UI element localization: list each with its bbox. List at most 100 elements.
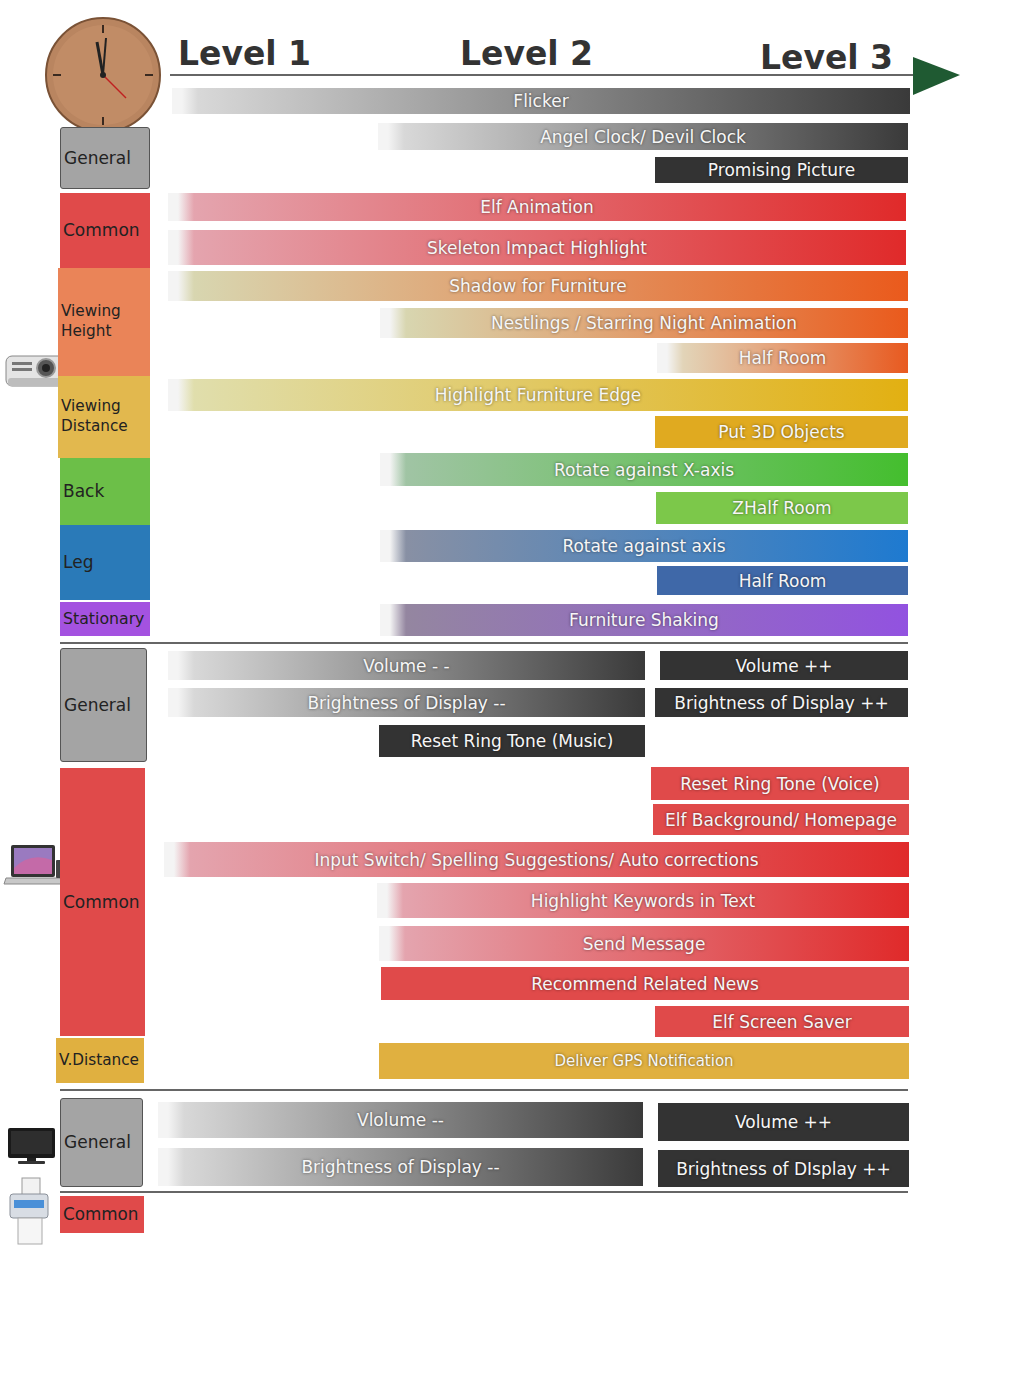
feature-bar: Put 3D Objects xyxy=(655,416,908,448)
laptop-icon xyxy=(4,845,64,884)
feature-bar: Volume ++ xyxy=(660,651,908,680)
feature-label: Volume ++ xyxy=(735,656,832,676)
feature-label: Volume - - xyxy=(363,656,449,676)
feature-label: Half Room xyxy=(739,348,827,368)
category-box: Stationary xyxy=(60,602,150,636)
feature-bar: Volume - - xyxy=(168,651,645,680)
feature-label: Brightness of Display -- xyxy=(301,1157,499,1177)
category-box: Back xyxy=(60,458,150,525)
category-box: Common xyxy=(60,193,150,268)
feature-bar: Furniture Shaking xyxy=(380,604,908,636)
feature-label: Deliver GPS Notification xyxy=(554,1052,733,1070)
category-box: Common xyxy=(60,768,145,1036)
feature-label: Elf Animation xyxy=(480,197,594,217)
feature-label: Elf Background/ Homepage xyxy=(665,810,897,830)
feature-bar: Highlight Keywords in Text xyxy=(377,883,909,918)
level-heading: Level 3 xyxy=(760,38,893,77)
feature-bar: Elf Background/ Homepage xyxy=(653,804,909,835)
category-label: Viewing Height xyxy=(61,302,147,342)
category-label: Common xyxy=(63,219,140,241)
feature-label: Put 3D Objects xyxy=(718,422,844,442)
feature-label: Rotate against X-axis xyxy=(554,460,734,480)
section-separator xyxy=(60,1089,908,1091)
category-label: Stationary xyxy=(63,609,144,629)
axis-arrow xyxy=(913,57,960,95)
feature-bar: Flicker xyxy=(172,88,910,114)
projector-icon xyxy=(6,356,64,386)
level-heading: Level 2 xyxy=(460,34,593,73)
feature-label: Brightness of Display -- xyxy=(307,693,505,713)
feature-bar: Brightness of DIsplay ++ xyxy=(658,1150,909,1187)
feature-bar: Reset Ring Tone (Voice) xyxy=(651,767,909,800)
feature-bar: Highlight Furniture Edge xyxy=(168,379,908,411)
feature-label: Vlolume -- xyxy=(357,1110,444,1130)
feature-bar: Rotate against axis xyxy=(380,530,908,562)
feature-bar: Angel Clock/ Devil Clock xyxy=(378,123,908,150)
category-label: Leg xyxy=(63,551,93,573)
category-label: Viewing Distance xyxy=(61,397,147,437)
feature-label: Promising Picture xyxy=(708,160,855,180)
level-heading: Level 1 xyxy=(178,34,311,73)
feature-label: Elf Screen Saver xyxy=(712,1012,851,1032)
feature-label: Half Room xyxy=(739,571,827,591)
feature-bar: Brightness of Display ++ xyxy=(655,688,908,717)
clock-icon xyxy=(46,18,160,132)
category-box: Viewing Height xyxy=(58,268,150,376)
feature-label: Brightness of DIsplay ++ xyxy=(676,1159,891,1179)
feature-label: Recommend Related News xyxy=(531,974,759,994)
feature-label: Input Switch/ Spelling Suggestions/ Auto… xyxy=(314,850,758,870)
feature-label: Brightness of Display ++ xyxy=(674,693,888,713)
feature-bar: Rotate against X-axis xyxy=(380,453,908,486)
feature-bar: ZHalf Room xyxy=(656,492,908,524)
feature-bar: Volume ++ xyxy=(658,1103,909,1141)
feature-label: Skeleton Impact Highlight xyxy=(427,238,647,258)
section-separator xyxy=(60,1191,908,1193)
feature-bar: Skeleton Impact Highlight xyxy=(168,230,906,265)
category-label: General xyxy=(64,694,131,716)
feature-bar: Vlolume -- xyxy=(158,1102,643,1138)
feature-label: Highlight Keywords in Text xyxy=(531,891,755,911)
feature-bar: Input Switch/ Spelling Suggestions/ Auto… xyxy=(164,842,909,877)
feature-bar: Deliver GPS Notification xyxy=(379,1043,909,1079)
category-label: Common xyxy=(63,1204,138,1226)
category-label: Common xyxy=(63,891,140,913)
feature-label: Shadow for Furniture xyxy=(449,276,627,296)
feature-label: ZHalf Room xyxy=(732,498,831,518)
category-box: V.Distance xyxy=(56,1038,144,1083)
feature-bar: Nestlings / Starring Night Animation xyxy=(380,308,908,338)
feature-bar: Send Message xyxy=(379,926,909,961)
feature-label: Nestlings / Starring Night Animation xyxy=(491,313,797,333)
feature-bar: Elf Screen Saver xyxy=(655,1006,909,1037)
feature-bar: Brightness of Display -- xyxy=(168,688,645,717)
feature-bar: Recommend Related News xyxy=(381,967,909,1000)
monitor-icon xyxy=(8,1128,55,1164)
category-label: General xyxy=(64,1131,131,1153)
category-box: Leg xyxy=(60,525,150,600)
feature-bar: Shadow for Furniture xyxy=(168,271,908,301)
category-box: Common xyxy=(60,1196,144,1233)
feature-label: Rotate against axis xyxy=(562,536,725,556)
feature-label: Send Message xyxy=(583,934,706,954)
feature-label: Volume ++ xyxy=(735,1112,832,1132)
category-box: General xyxy=(60,1098,143,1187)
category-box: Viewing Distance xyxy=(58,376,150,458)
printer-icon xyxy=(10,1178,48,1244)
feature-bar: Elf Animation xyxy=(168,193,906,221)
feature-label: Highlight Furniture Edge xyxy=(435,385,642,405)
feature-bar: Half Room xyxy=(657,566,908,595)
feature-bar: Reset Ring Tone (Music) xyxy=(379,725,645,757)
category-box: General xyxy=(60,648,147,762)
category-box: General xyxy=(60,127,150,189)
feature-label: Reset Ring Tone (Music) xyxy=(411,731,614,751)
feature-label: Flicker xyxy=(513,91,568,111)
feature-bar: Promising Picture xyxy=(655,157,908,183)
category-label: Back xyxy=(63,480,104,502)
category-label: V.Distance xyxy=(59,1051,139,1071)
category-label: General xyxy=(64,147,131,169)
section-separator xyxy=(60,642,908,644)
feature-label: Furniture Shaking xyxy=(569,610,719,630)
feature-label: Reset Ring Tone (Voice) xyxy=(680,774,879,794)
feature-bar: Half Room xyxy=(657,343,908,373)
feature-bar: Brightness of Display -- xyxy=(158,1148,643,1186)
